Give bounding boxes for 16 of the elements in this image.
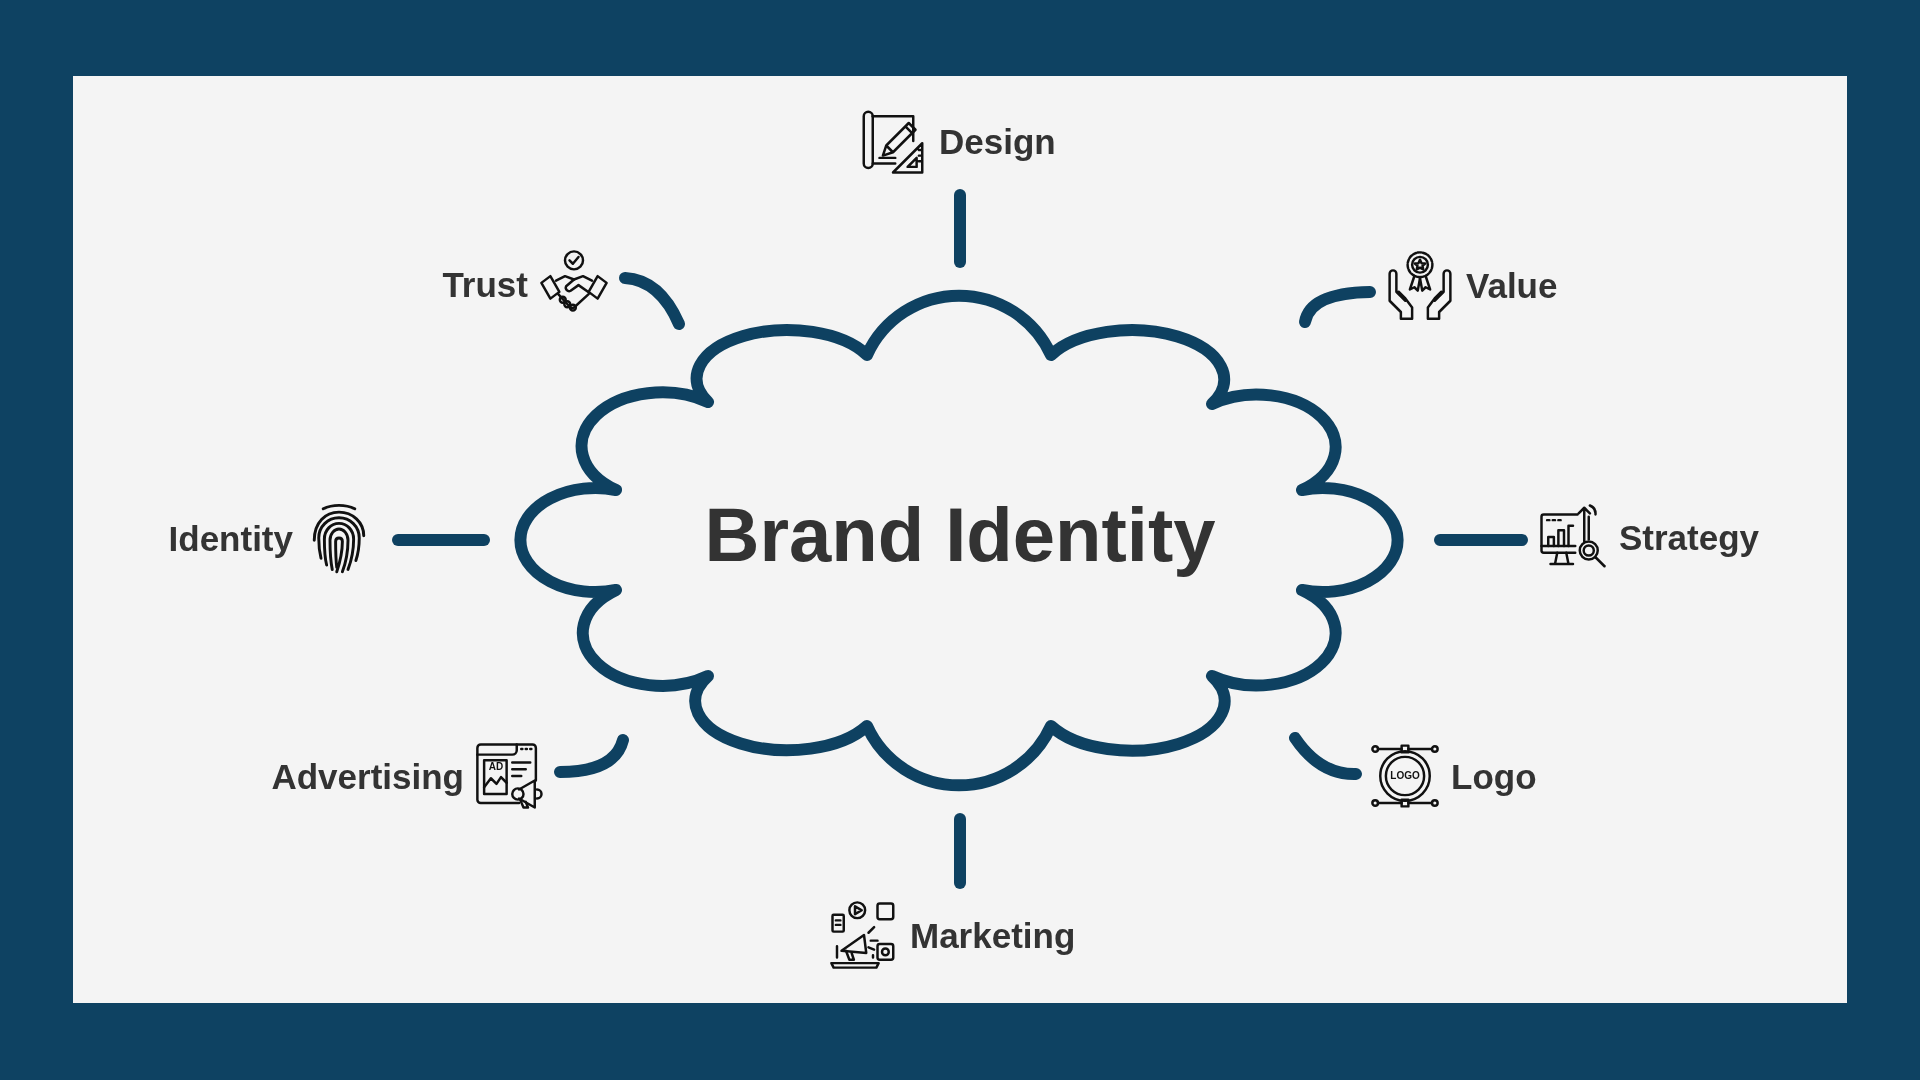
icon-text: LOGO xyxy=(1390,771,1420,781)
connector-line xyxy=(1289,732,1362,780)
topic-label: Strategy xyxy=(1619,519,1760,555)
topic-label: Logo xyxy=(1451,758,1537,794)
topic-label: Identity xyxy=(168,520,293,556)
topic-label: Design xyxy=(939,123,1056,159)
topic-label: Advertising xyxy=(271,758,464,794)
connector-line xyxy=(1434,534,1528,546)
topic-label: Trust xyxy=(442,266,528,302)
cloud-title: Brand Identity xyxy=(704,497,1216,579)
icon-text: AD xyxy=(487,762,505,772)
connector-line xyxy=(954,189,966,268)
topic-label: Marketing xyxy=(910,917,1076,953)
connector-line xyxy=(392,534,490,546)
topic-label: Value xyxy=(1466,267,1558,303)
connector-line xyxy=(954,813,966,889)
